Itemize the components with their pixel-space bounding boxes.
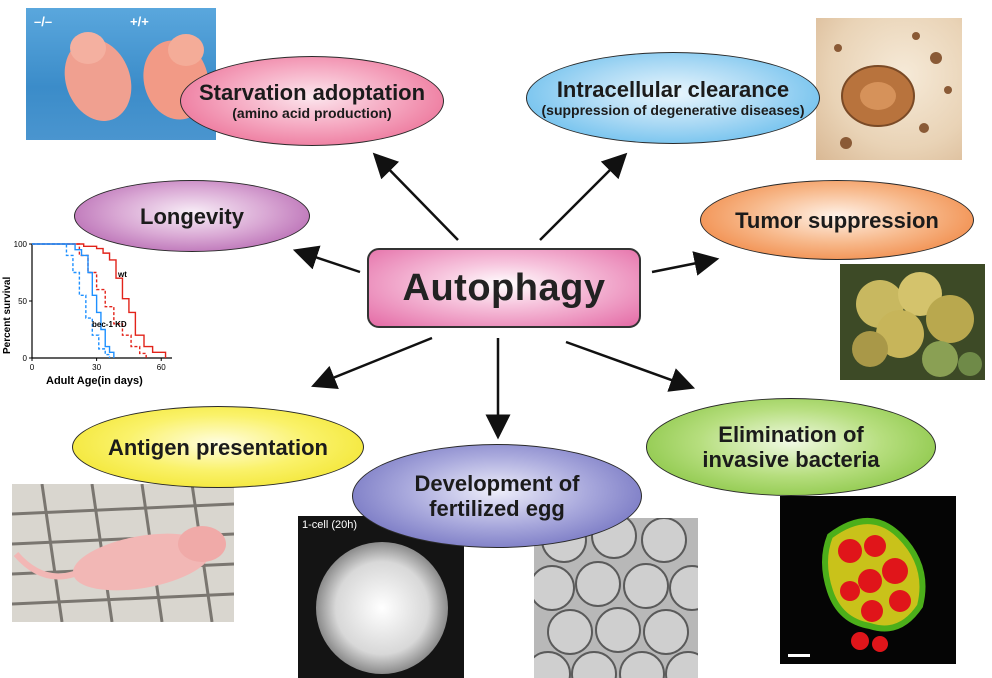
- autophagy-box: Autophagy: [367, 248, 641, 328]
- development-line2: fertilized egg: [429, 496, 565, 521]
- development-ellipse: Development of fertilized egg: [352, 444, 642, 548]
- survival-chart-svg: 0 30 60 0 50 100 wt bec-1 KD Adult Age(in day…: [2, 240, 172, 387]
- nude-mouse-photo: [12, 484, 234, 622]
- survival-chart: 0 30 60 0 50 100 wt bec-1 KD Adult Age(in day…: [0, 232, 180, 392]
- pup-label-wildtype: +/+: [130, 14, 149, 29]
- antigen-title: Antigen presentation: [107, 434, 328, 460]
- y-tick-label: 100: [14, 240, 28, 249]
- pup-label-knockout: –/–: [34, 14, 53, 29]
- embryos-photo: [534, 518, 698, 678]
- starvation-ellipse: Starvation adoptation (amino acid produc…: [180, 56, 444, 146]
- clearance-title: Intracellular clearance: [556, 77, 790, 102]
- arrow-to-starvation: [372, 152, 459, 241]
- longevity-ellipse: Longevity: [74, 180, 310, 252]
- chart-annotation-wt: wt: [117, 270, 127, 279]
- chart-ylabel: Percent survival: [2, 277, 13, 354]
- longevity-title: Longevity: [140, 203, 244, 229]
- one-cell-embryo-photo: 1-cell (20h): [298, 516, 464, 678]
- x-tick-label: 30: [92, 363, 101, 372]
- chart-xlabel: Adult Age(in days): [46, 375, 143, 387]
- antigen-ellipse: Antigen presentation: [72, 406, 364, 488]
- y-tick-label: 0: [23, 354, 28, 363]
- survival-series-0: [32, 243, 167, 358]
- arrow-to-longevity: [292, 245, 361, 274]
- x-tick-label: 0: [30, 363, 35, 372]
- bacteria-line2: invasive bacteria: [702, 447, 880, 472]
- starvation-title: Starvation adoptation: [198, 80, 426, 105]
- tumor-ellipse: Tumor suppression: [700, 180, 974, 260]
- bacteria-ellipse: Elimination of invasive bacteria: [646, 398, 936, 496]
- clearance-ellipse: Intracellular clearance (suppression of …: [526, 52, 820, 144]
- embryo-stage-label: 1-cell (20h): [302, 519, 358, 531]
- bacteria-line1: Elimination of: [718, 422, 864, 447]
- clearance-subtitle: (suppression of degenerative diseases): [541, 102, 805, 118]
- arrow-to-bacteria: [565, 340, 696, 392]
- mouse-pups-photo: –/– +/+: [26, 8, 216, 140]
- survival-series-1: [32, 243, 147, 358]
- neuron-inclusion-photo: [816, 18, 962, 160]
- autophagy-label: Autophagy: [402, 266, 606, 309]
- arrow-to-clearance: [539, 152, 628, 241]
- x-tick-label: 60: [157, 363, 166, 372]
- survival-series-3: [32, 243, 111, 358]
- y-tick-label: 50: [18, 297, 27, 306]
- development-line1: Development of: [414, 471, 580, 496]
- tumor-title: Tumor suppression: [735, 207, 939, 233]
- starvation-subtitle: (amino acid production): [232, 105, 392, 121]
- arrow-to-antigen: [311, 336, 433, 390]
- chart-annotation-kd: bec-1 KD: [92, 320, 127, 329]
- arrow-to-tumor: [651, 251, 720, 276]
- bacteria-fluorescence-photo: [780, 496, 956, 664]
- survival-series-2: [32, 243, 115, 358]
- tumor-photo: [840, 264, 985, 380]
